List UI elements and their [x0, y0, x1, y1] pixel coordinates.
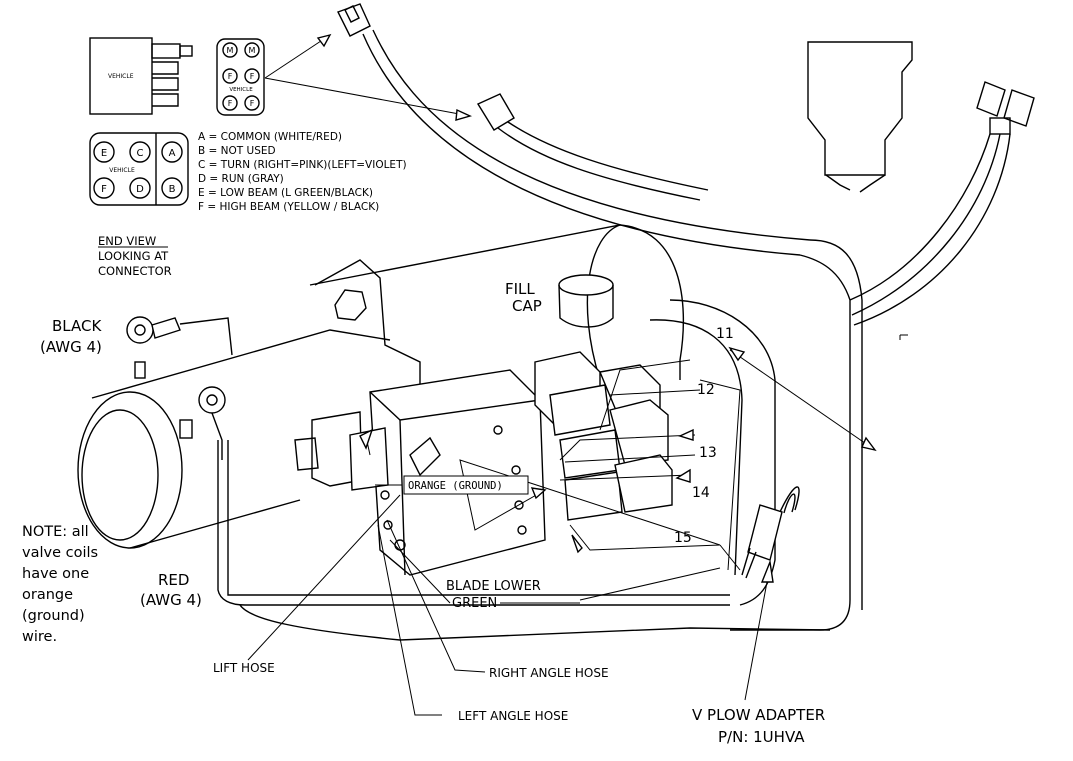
callout-14: 14 [692, 485, 710, 501]
lower-harness-loom [239, 299, 831, 641]
legend-line-c: C = TURN (RIGHT=PINK)(LEFT=VIOLET) [198, 159, 407, 171]
v-plow-adapter [741, 486, 800, 701]
vehicle-connector-side-view: VEHICLE [89, 37, 193, 115]
black-cable-label: BLACK [52, 317, 102, 335]
red-cable-label: RED [158, 571, 189, 589]
end-view-title: END VIEW [98, 234, 156, 248]
left-angle-hose-label: LEFT ANGLE HOSE [458, 709, 568, 723]
callout-11: 11 [716, 326, 734, 342]
svg-text:B: B [169, 184, 176, 195]
black-cable-gauge: (AWG 4) [40, 338, 102, 356]
svg-text:E: E [101, 148, 107, 159]
legend-line-a: A = COMMON (WHITE/RED) [198, 131, 342, 143]
note-line-3: have one [22, 566, 89, 582]
v-plow-part-number: P/N: 1UHVA [718, 728, 805, 746]
note-line-1: NOTE: all [22, 524, 89, 540]
svg-text:VEHICLE: VEHICLE [109, 167, 135, 174]
orange-ground-label: ORANGE (GROUND) [408, 480, 503, 492]
legend-line-d: D = RUN (GRAY) [198, 173, 284, 185]
note-line-2: valve coils [22, 545, 98, 561]
legend-line-f: F = HIGH BEAM (YELLOW / BLACK) [198, 201, 379, 213]
connector-leader-arrows [264, 33, 473, 121]
orange-ground-callout: ORANGE (GROUND) [403, 475, 529, 495]
red-cable-gauge: (AWG 4) [140, 591, 202, 609]
fill-cap-label-2: CAP [512, 297, 542, 315]
callout-numbers: 11 12 13 14 15 [674, 326, 734, 546]
end-view-line-3: CONNECTOR [98, 264, 172, 278]
svg-text:C: C [137, 148, 144, 159]
svg-text:M: M [249, 46, 256, 55]
callout-13: 13 [699, 445, 717, 461]
harness-cables [337, 3, 1035, 631]
note-line-5: (ground) [22, 608, 85, 624]
component-labels: FILL CAP BLACK (AWG 4) RED (AWG 4) BLADE… [40, 280, 825, 746]
four-pin-connector-end-view: M M F F VEHICLE F F [216, 38, 265, 116]
svg-text:D: D [136, 184, 144, 195]
callout-leaders [459, 346, 877, 601]
green-label: GREEN [452, 596, 497, 611]
end-view-line-2: LOOKING AT [98, 249, 169, 263]
six-pin-connector-end-view: E C A VEHICLE F D B [89, 132, 189, 206]
hose-leaders [247, 428, 580, 716]
right-angle-hose-label: RIGHT ANGLE HOSE [489, 666, 609, 680]
svg-text:A: A [169, 148, 176, 159]
svg-text:F: F [250, 72, 255, 81]
callout-15: 15 [674, 530, 692, 546]
svg-text:F: F [228, 99, 233, 108]
svg-text:VEHICLE: VEHICLE [229, 87, 253, 93]
battery-cable-terminals [126, 316, 730, 606]
svg-text:F: F [228, 72, 233, 81]
callout-12: 12 [697, 382, 715, 398]
note-line-6: wire. [22, 629, 57, 645]
end-view-caption: END VIEW LOOKING AT CONNECTOR [98, 234, 172, 278]
note-line-4: orange [22, 587, 73, 603]
pin-legend: A = COMMON (WHITE/RED) B = NOT USED C = … [198, 131, 407, 213]
blade-lower-label: BLADE LOWER [446, 579, 541, 594]
hydraulic-power-unit [77, 224, 685, 576]
fill-cap-label-1: FILL [505, 280, 535, 298]
v-plow-adapter-label: V PLOW ADAPTER [692, 706, 825, 724]
legend-line-b: B = NOT USED [198, 145, 276, 157]
side-view-vehicle-label: VEHICLE [108, 73, 134, 80]
svg-text:F: F [101, 184, 107, 195]
lift-hose-label: LIFT HOSE [213, 661, 275, 675]
svg-text:M: M [227, 46, 234, 55]
legend-line-e: E = LOW BEAM (L GREEN/BLACK) [198, 187, 373, 199]
svg-text:F: F [250, 99, 255, 108]
valve-coil-note: NOTE: all valve coils have one orange (g… [22, 524, 98, 645]
